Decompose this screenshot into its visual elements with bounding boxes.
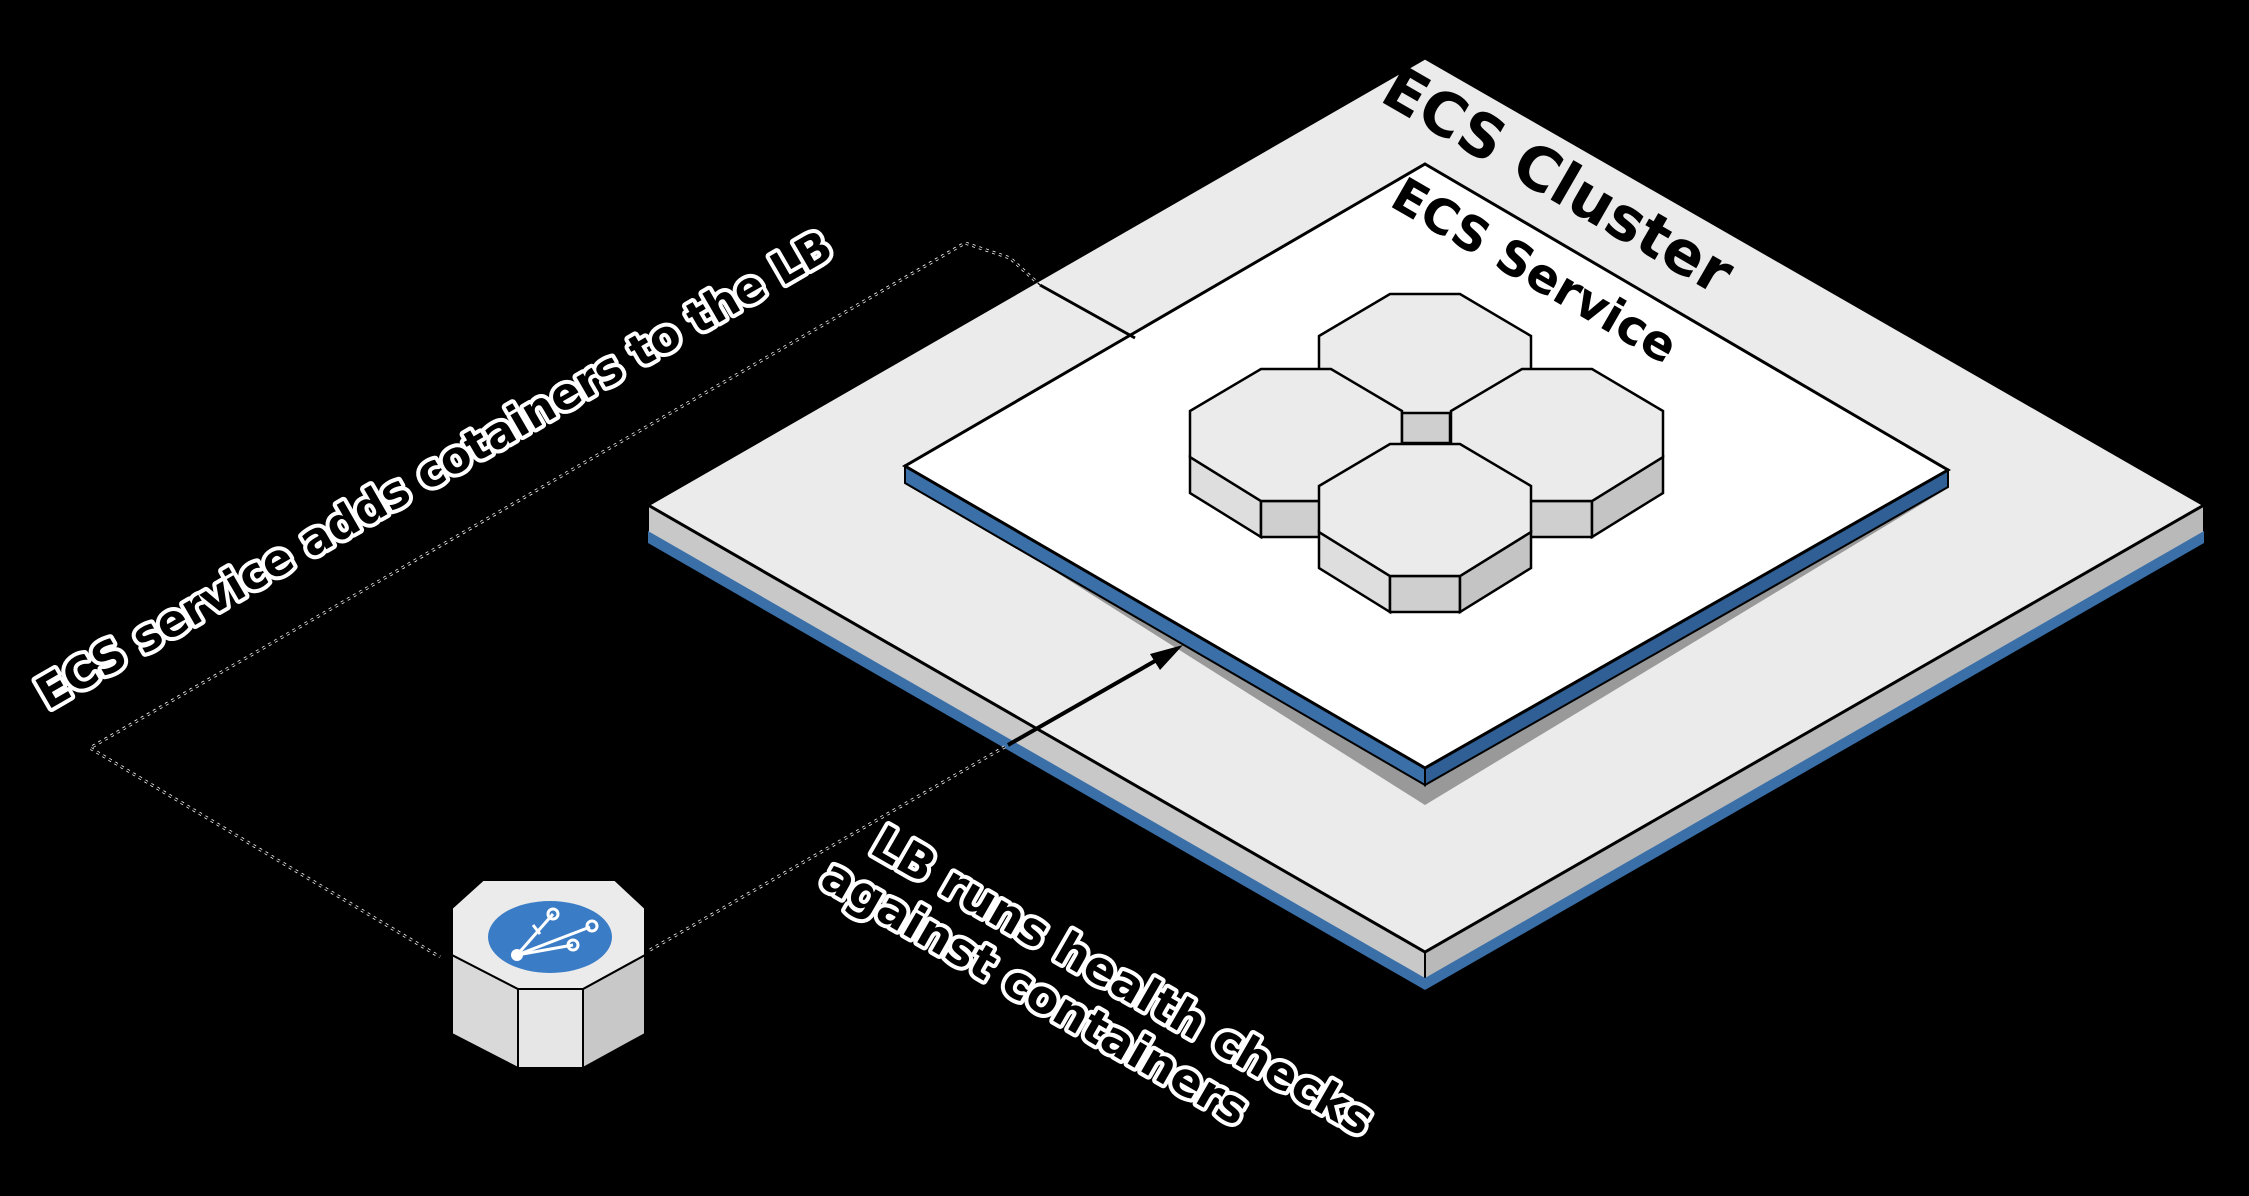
edge-service-to-lb-core	[88, 242, 1041, 958]
arrowhead	[1150, 645, 1183, 670]
container-group	[1188, 292, 1665, 615]
cluster-connector-line	[1039, 283, 1136, 340]
load-balancer	[451, 879, 646, 1070]
container-front-top	[1317, 442, 1533, 578]
load-balancer-icon	[488, 901, 612, 973]
container-front-side-front	[1388, 574, 1462, 614]
container-joint	[1400, 411, 1452, 445]
edge-lb-to-service-solid	[1007, 655, 1163, 747]
lb-side-front	[517, 988, 584, 1069]
container-right-side-front	[1520, 499, 1594, 539]
edge-lb-to-service-dotted-core	[649, 744, 1009, 951]
